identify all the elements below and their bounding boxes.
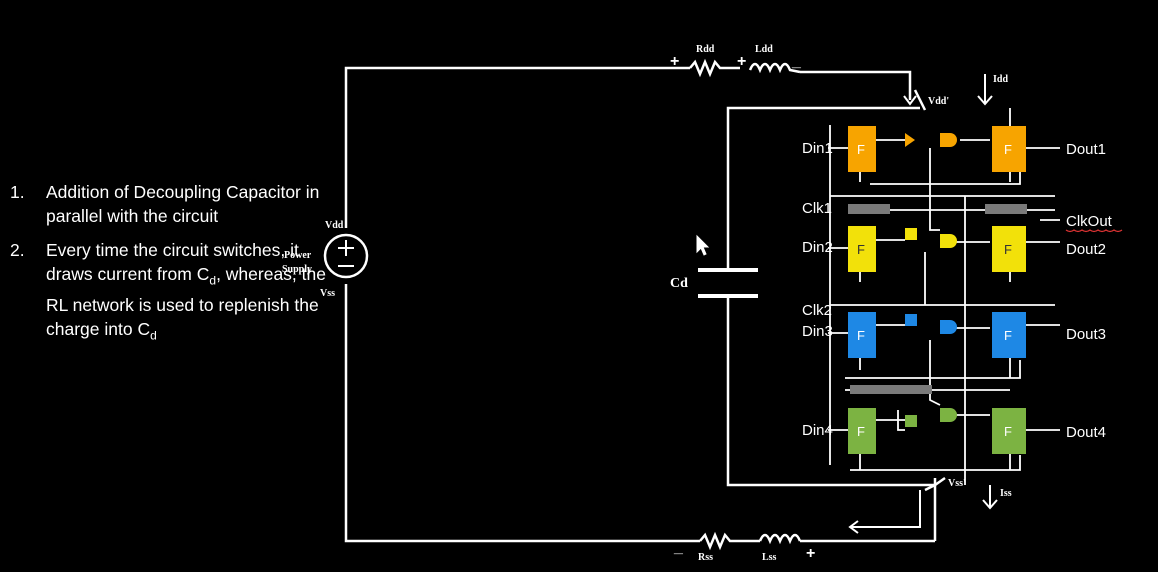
note-item-1: 1. Addition of Decoupling Capacitor in p… (10, 180, 340, 228)
ff-row3-input (848, 312, 876, 358)
din2-label: Din2 (802, 239, 833, 256)
ff-label-3b: F (1004, 328, 1012, 343)
vdd-prime-label: Vdd' (928, 96, 949, 107)
ff-row3 (848, 312, 1026, 358)
dout1-label: Dout1 (1066, 141, 1106, 158)
rss-resistor (699, 531, 760, 551)
power-supply-source (323, 233, 369, 279)
din3-label: Din3 (802, 323, 833, 340)
din1-label: Din1 (802, 140, 833, 157)
clk2-label: Clk2 (802, 302, 832, 319)
ff-row4 (848, 408, 1026, 454)
minus-top: _ (791, 53, 802, 70)
power-supply-label-2: Supply (282, 264, 312, 275)
clock-bus-bars (848, 204, 1027, 394)
ff-label-4a: F (857, 424, 865, 439)
and-gate-row4 (940, 408, 957, 422)
logic-wiring (828, 108, 1060, 485)
lss-label: Lss (762, 552, 777, 563)
note-number-1: 1. (10, 182, 25, 202)
dout2-label: Dout2 (1066, 241, 1106, 258)
clkout-underline (1065, 229, 1123, 233)
inner-rail-wires (726, 89, 946, 492)
supply-loop-wires (344, 66, 937, 543)
ff-row1 (848, 126, 1026, 172)
ldd-inductor (748, 62, 801, 74)
and-gate-row1 (940, 133, 957, 147)
din4-label: Din4 (802, 422, 833, 439)
rdd-resistor (689, 58, 740, 78)
ff-row4-output (992, 408, 1026, 454)
note-number-2: 2. (10, 240, 25, 260)
ff-label-4b: F (1004, 424, 1012, 439)
note-text-2b: , whereas, the RL network is used to rep… (46, 264, 326, 339)
ff-row1-output (992, 126, 1026, 172)
ff-label-2a: F (857, 242, 865, 257)
explanation-notes: 1. Addition of Decoupling Capacitor in p… (10, 180, 340, 357)
clkout-label: ClkOut (1066, 213, 1113, 230)
ff-row4-input (848, 408, 876, 454)
ldd-label: Ldd (755, 44, 773, 55)
note-text-2: Every time the circuit switches, it draw… (46, 238, 340, 347)
idd-label: Idd (993, 74, 1008, 85)
decoupling-capacitor (698, 268, 758, 298)
buffer-row1 (905, 133, 915, 147)
iss-label: Iss (1000, 488, 1012, 499)
ff-row2-output (992, 226, 1026, 272)
mouse-cursor-icon (696, 234, 710, 256)
note-text-2a: Every time the circuit switches, it draw… (46, 240, 299, 284)
cd-label: Cd (670, 276, 688, 291)
ff-row1-input (848, 126, 876, 172)
ff-row2-input (848, 226, 876, 272)
ff-row3-output (992, 312, 1026, 358)
clk1-label: Clk1 (802, 200, 832, 217)
buffer-row3 (905, 314, 917, 326)
buffer-row4 (905, 415, 917, 427)
ff-label-2b: F (1004, 242, 1012, 257)
dout4-label: Dout4 (1066, 424, 1106, 441)
ff-label-1a: F (857, 142, 865, 157)
note-item-2: 2. Every time the circuit switches, it d… (10, 238, 340, 347)
plus-top-2: + (737, 53, 746, 70)
vdd-supply-label: Vdd (325, 220, 344, 231)
vss-supply-label: Vss (320, 288, 335, 299)
and-gate-row2 (940, 234, 957, 248)
ff-row2 (848, 226, 1026, 272)
and-gate-row3 (940, 320, 957, 334)
plus-top-1: + (670, 53, 679, 70)
rss-label: Rss (698, 552, 713, 563)
note-sub-2a: d (209, 273, 217, 288)
note-sub-2b: d (150, 328, 157, 342)
buffer-row2 (905, 228, 917, 240)
current-arrows (848, 74, 998, 534)
vss-prime-label: Vss' (948, 478, 966, 489)
plus-bottom: + (806, 545, 815, 562)
dout3-label: Dout3 (1066, 326, 1106, 343)
ff-label-3a: F (857, 328, 865, 343)
lss-inductor (758, 533, 802, 545)
ff-label-1b: F (1004, 142, 1012, 157)
power-supply-label-1: Power (284, 250, 312, 261)
minus-bottom: _ (673, 539, 684, 556)
rdd-label: Rdd (696, 44, 715, 55)
note-text-1: Addition of Decoupling Capacitor in para… (46, 182, 320, 226)
